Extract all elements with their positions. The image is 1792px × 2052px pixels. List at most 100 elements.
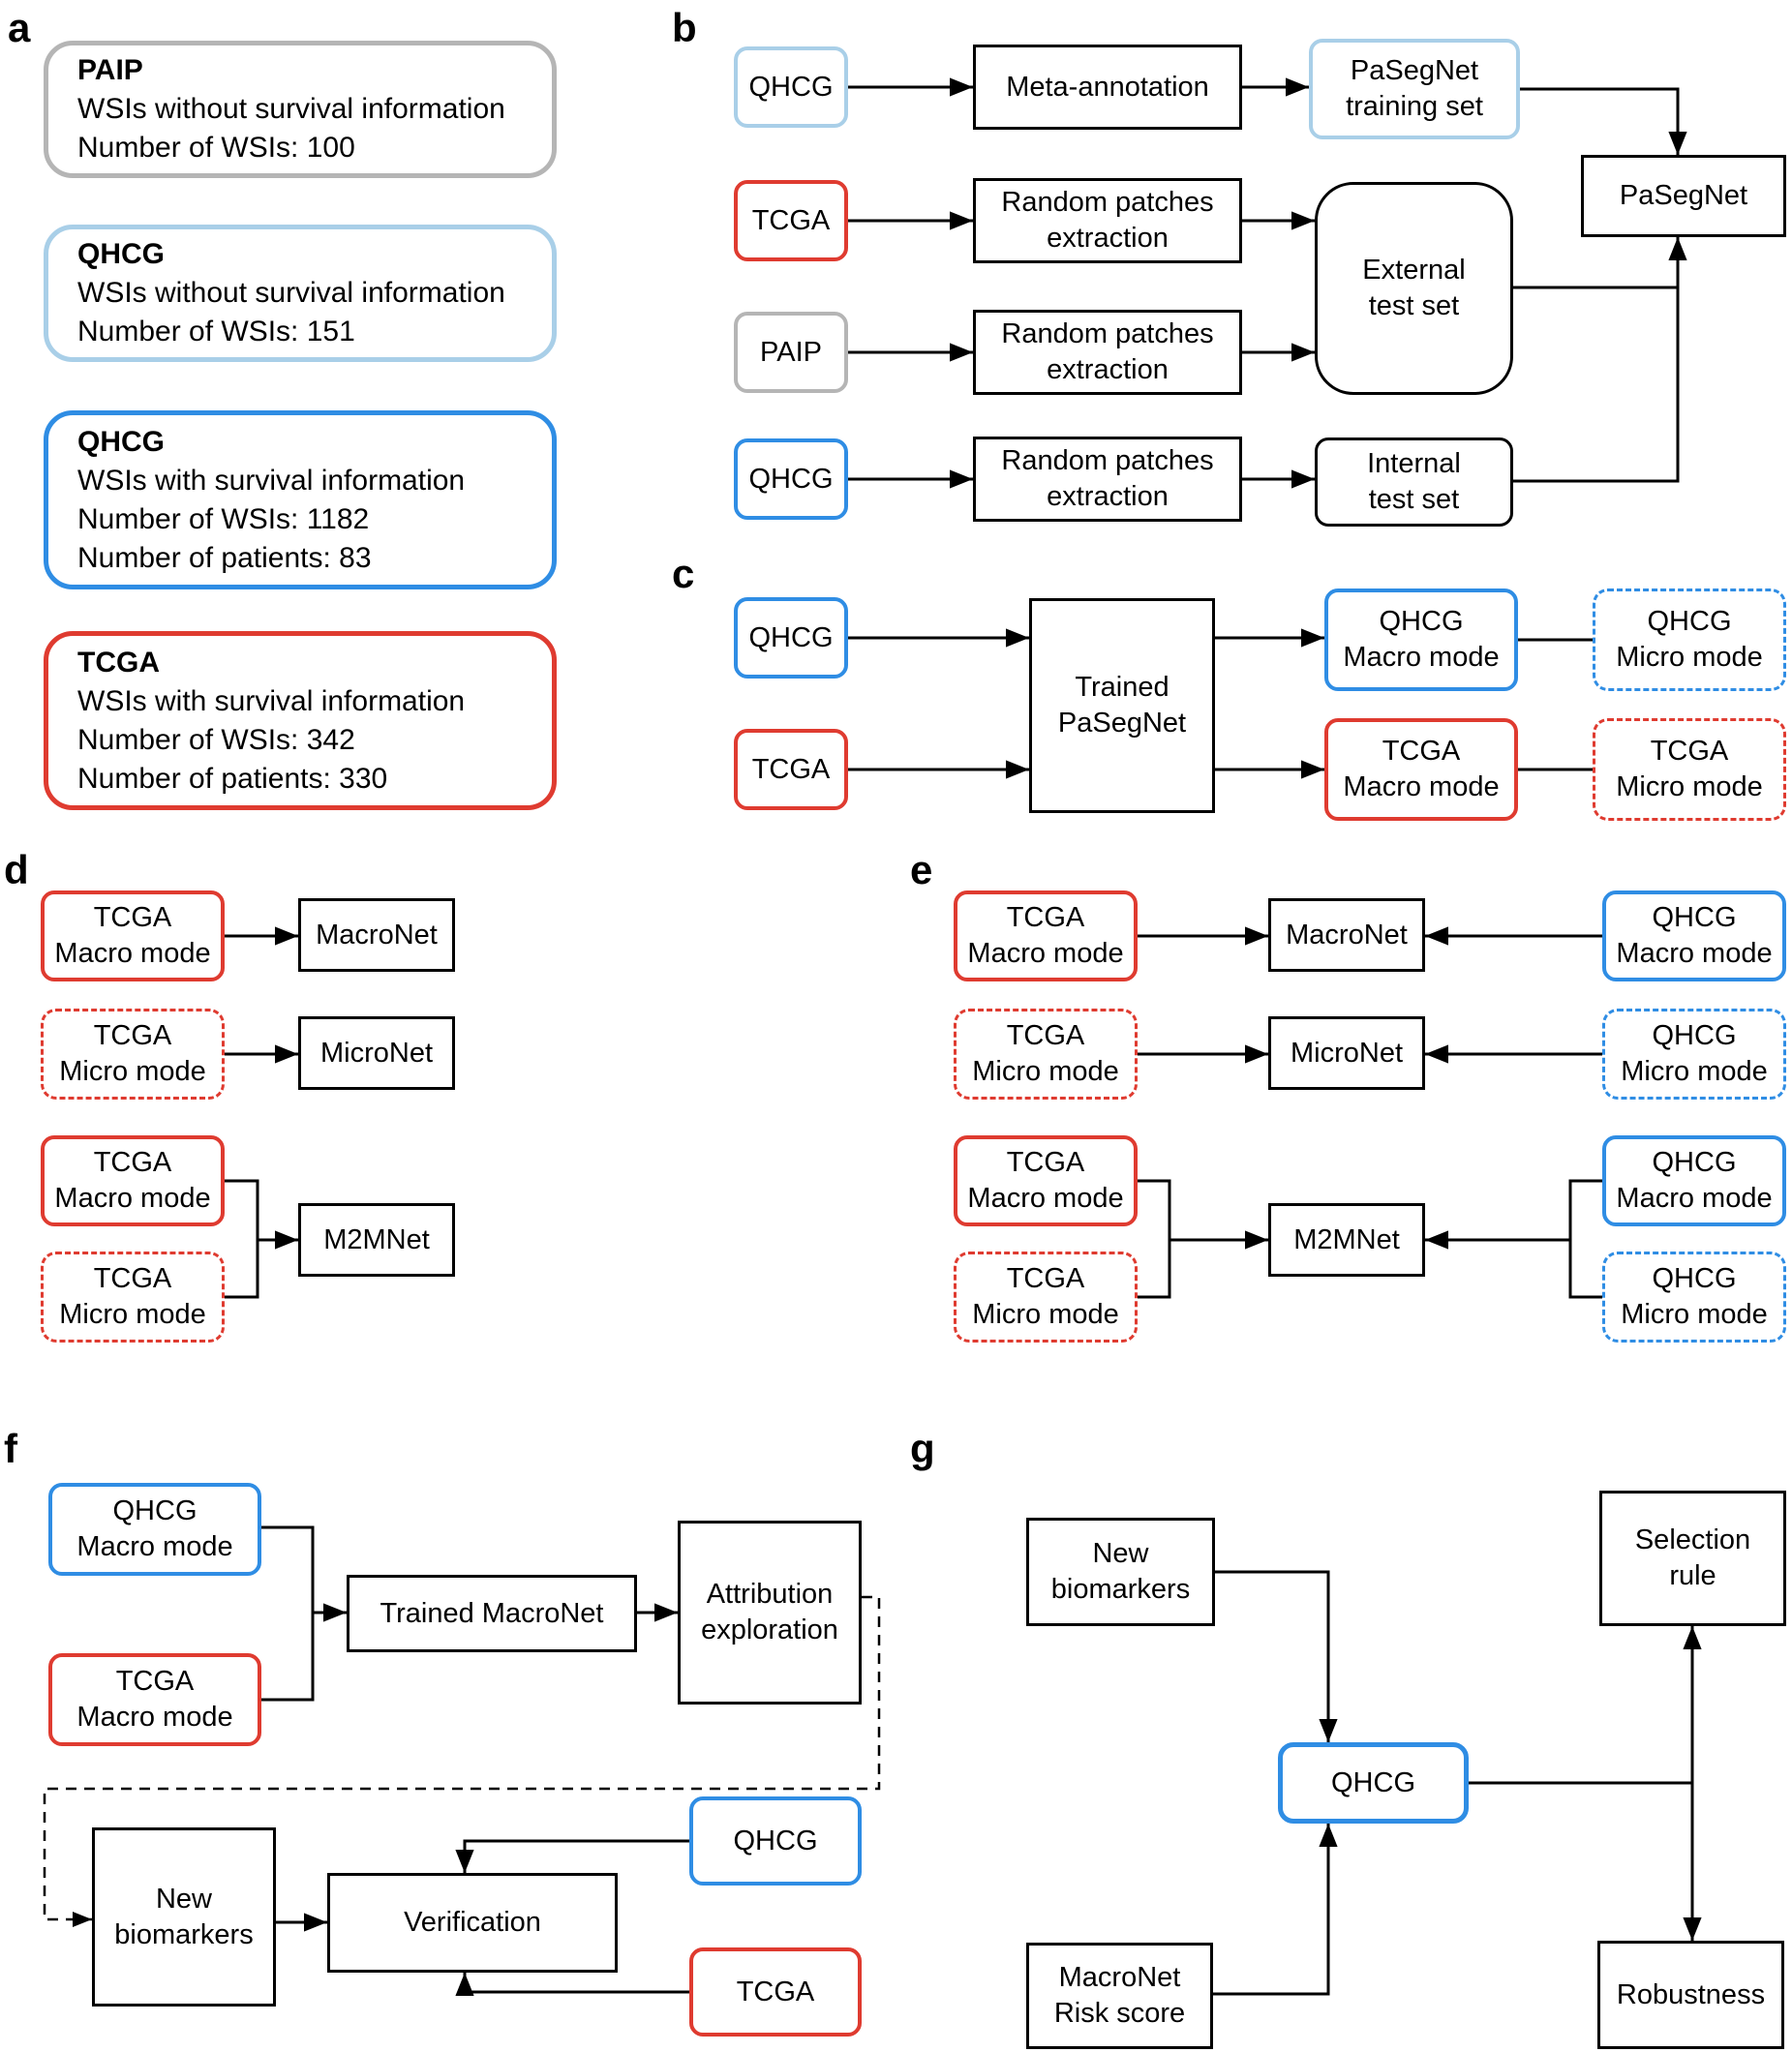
label-line: External	[1362, 255, 1466, 286]
label-line: Random patches	[1001, 187, 1214, 218]
f-verification-box: Verification	[327, 1873, 618, 1973]
d-micronet-box: MicroNet	[298, 1016, 455, 1090]
card-title: TCGA	[77, 646, 160, 679]
label-line: TCGA	[115, 1666, 195, 1697]
card-line: WSIs without survival information	[77, 277, 505, 309]
panel-f-letter: f	[4, 1426, 17, 1471]
label-line: training set	[1346, 91, 1483, 122]
label-line: Micro mode	[59, 1299, 206, 1330]
b-random-patches-tcga-box: Random patches extraction	[973, 178, 1242, 263]
d-tcga-macro-box-1: TCGA Macro mode	[41, 890, 225, 981]
label-line: biomarkers	[1050, 1574, 1191, 1605]
dataset-card-qhcg-survival: QHCG WSIs with survival information Numb…	[44, 410, 557, 589]
label-line: Micro mode	[1616, 642, 1763, 673]
label-line: Micro mode	[59, 1056, 206, 1087]
label-line: Internal	[1367, 448, 1461, 479]
label-line: QHCG	[1652, 1020, 1737, 1051]
panel-d-letter: d	[4, 847, 29, 892]
d-macronet-box: MacroNet	[298, 898, 455, 972]
c-qhcg-macro-box: QHCG Macro mode	[1324, 588, 1518, 691]
label-line: Macro mode	[54, 938, 211, 969]
label-line: QHCG	[1652, 1147, 1737, 1178]
dataset-card-paip: PAIP WSIs without survival information N…	[44, 41, 557, 178]
bracket-e-qhcg-m2m-inputs	[1568, 1179, 1602, 1299]
label-line: rule	[1669, 1560, 1716, 1591]
e-tcga-macro-box-1: TCGA Macro mode	[954, 890, 1138, 981]
bracket-f-macro-inputs	[261, 1525, 315, 1702]
card-title: QHCG	[77, 425, 165, 458]
b-random-patches-paip-box: Random patches extraction	[973, 310, 1242, 395]
label-line: MacroNet	[1058, 1962, 1181, 1993]
label-line: Attribution	[706, 1579, 834, 1610]
b-paip-box: PAIP	[734, 312, 848, 393]
f-tcga-macro-box: TCGA Macro mode	[48, 1653, 261, 1746]
dataset-card-qhcg-nosurvival: QHCG WSIs without survival information N…	[44, 225, 557, 362]
label-line: Macro mode	[76, 1702, 233, 1733]
label-line: TCGA	[1650, 736, 1729, 767]
arrow-f-qhcg-to-verification	[455, 1839, 689, 1873]
label-line: TCGA	[93, 1020, 172, 1051]
label-line: Macro mode	[1616, 1183, 1773, 1214]
b-pasegnet-box: PaSegNet	[1581, 155, 1786, 237]
g-macronet-risk-score-box: MacroNet Risk score	[1026, 1943, 1213, 2049]
c-qhcg-box: QHCG	[734, 597, 848, 679]
b-random-patches-qhcg-box: Random patches extraction	[973, 437, 1242, 522]
label-line: biomarkers	[114, 1918, 254, 1950]
label-line: Micro mode	[972, 1056, 1119, 1087]
label-line: Macro mode	[967, 1183, 1124, 1214]
label-line: QHCG	[112, 1495, 197, 1526]
panel-c-letter: c	[672, 551, 695, 596]
bracket-e-tcga-m2m-inputs	[1138, 1179, 1171, 1299]
arrow-g-biomarkers-to-qhcg	[1215, 1570, 1338, 1742]
dataset-card-tcga: TCGA WSIs with survival information Numb…	[44, 631, 557, 810]
b-pasegnet-training-set-box: PaSegNet training set	[1309, 39, 1520, 139]
label-line: QHCG	[1652, 902, 1737, 933]
panel-g-letter: g	[910, 1426, 935, 1471]
d-tcga-macro-box-2: TCGA Macro mode	[41, 1135, 225, 1226]
c-tcga-box: TCGA	[734, 729, 848, 810]
arrow-g-riskscore-to-qhcg	[1213, 1824, 1338, 1996]
b-qhcg-train-box: QHCG	[734, 46, 848, 128]
label-line: extraction	[1047, 223, 1169, 254]
label-line: TCGA	[1006, 1147, 1085, 1178]
label-line: New	[155, 1883, 212, 1915]
card-line: WSIs with survival information	[77, 464, 466, 497]
c-trained-pasegnet-box: Trained PaSegNet	[1029, 598, 1215, 813]
label-line: QHCG	[1647, 606, 1732, 637]
label-line: Micro mode	[972, 1299, 1119, 1330]
label-line: QHCG	[1652, 1263, 1737, 1294]
d-m2mnet-box: M2MNet	[298, 1203, 455, 1277]
label-line: extraction	[1047, 354, 1169, 385]
c-tcga-macro-box: TCGA Macro mode	[1324, 718, 1518, 821]
c-tcga-micro-box: TCGA Micro mode	[1593, 718, 1786, 821]
card-line: Number of WSIs: 1182	[77, 502, 370, 535]
d-tcga-micro-box-2: TCGA Micro mode	[41, 1252, 225, 1343]
card-title: PAIP	[77, 54, 143, 86]
bracket-d-m2m-inputs	[225, 1179, 259, 1299]
label-line: Trained	[1075, 672, 1169, 703]
label-line: extraction	[1047, 481, 1169, 512]
label-line: Macro mode	[1343, 642, 1500, 673]
label-line: TCGA	[1006, 1020, 1085, 1051]
e-qhcg-micro-box-2: QHCG Micro mode	[1602, 1252, 1786, 1343]
label-line: Selection	[1634, 1524, 1751, 1555]
label-line: TCGA	[1382, 736, 1461, 767]
f-trained-macronet-box: Trained MacroNet	[347, 1575, 637, 1652]
label-line: Macro mode	[967, 938, 1124, 969]
label-line: test set	[1368, 484, 1460, 515]
label-line: Macro mode	[1616, 938, 1773, 969]
label-line: PaSegNet	[1057, 708, 1187, 739]
f-tcga-box: TCGA	[689, 1947, 862, 2037]
e-qhcg-micro-box-1: QHCG Micro mode	[1602, 1009, 1786, 1100]
b-meta-annotation-box: Meta-annotation	[973, 45, 1242, 130]
g-qhcg-box: QHCG	[1278, 1742, 1469, 1824]
card-line: WSIs without survival information	[77, 93, 505, 125]
c-qhcg-micro-box: QHCG Micro mode	[1593, 588, 1786, 691]
e-tcga-macro-box-2: TCGA Macro mode	[954, 1135, 1138, 1226]
label-line: Macro mode	[1343, 771, 1500, 802]
f-attribution-exploration-box: Attribution exploration	[678, 1521, 862, 1705]
g-robustness-box: Robustness	[1597, 1941, 1784, 2049]
f-qhcg-macro-box: QHCG Macro mode	[48, 1483, 261, 1576]
panel-e-letter: e	[910, 847, 933, 892]
